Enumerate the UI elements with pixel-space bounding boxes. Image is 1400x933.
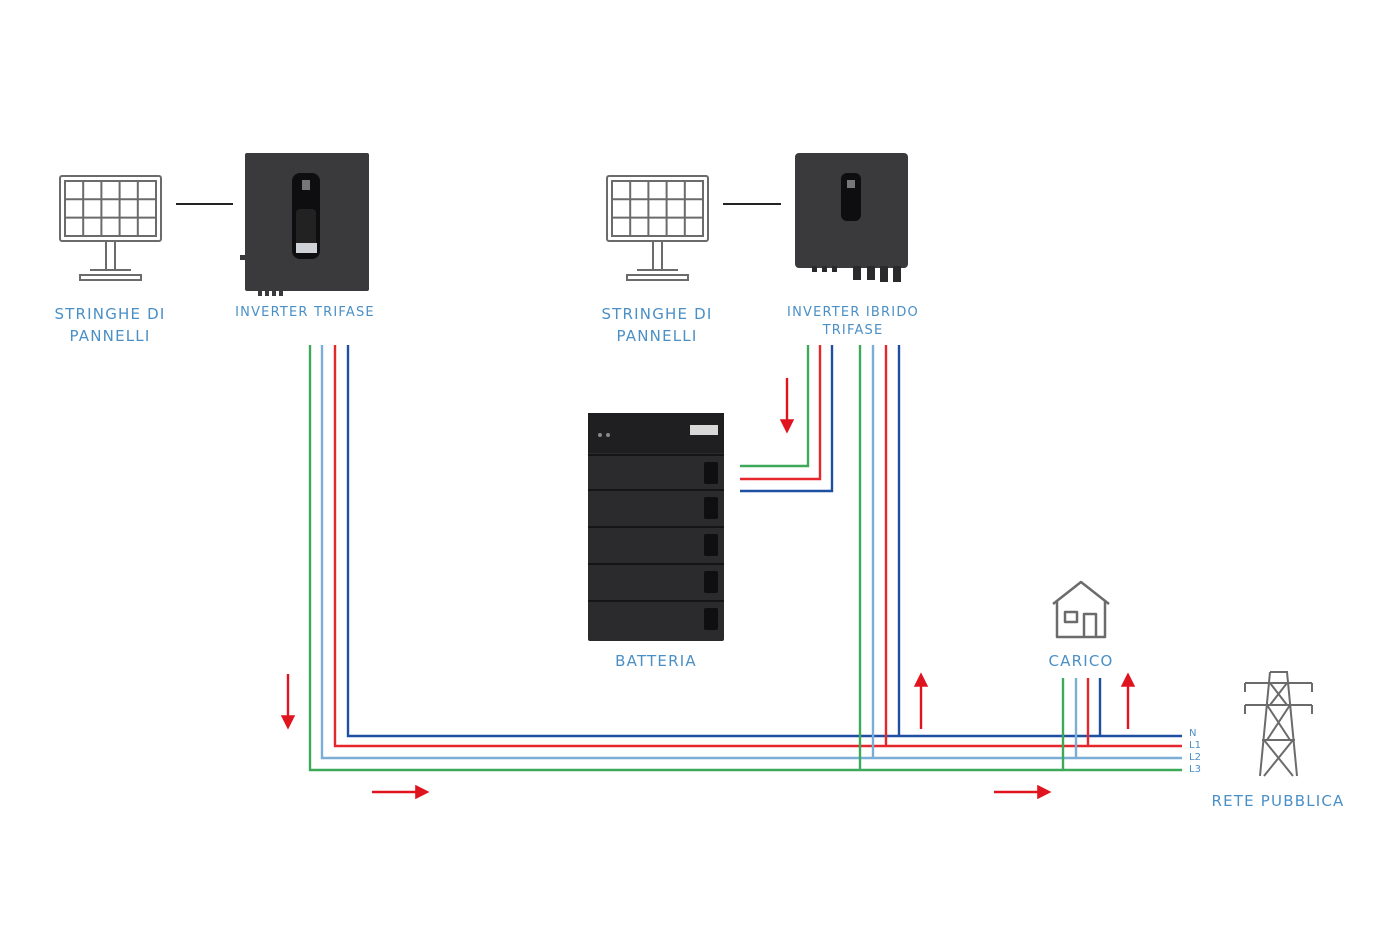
bus-label-l2: L2 [1189, 752, 1201, 763]
rete-label: RETE PUBBLICA [1211, 792, 1345, 810]
bus-label-n: N [1189, 728, 1197, 739]
inverter-trifase-label: INVERTER TRIFASE [235, 305, 375, 320]
wires-inverter-ibrido [858, 345, 901, 770]
solar-panel-icon [59, 175, 162, 281]
bus-line-labels: N L1 L2 L3 [1189, 728, 1201, 776]
power-pylon-icon [1244, 671, 1313, 777]
bus-label-l1: L1 [1189, 740, 1201, 751]
house-icon [1052, 580, 1110, 639]
battery-stack-device [588, 413, 724, 641]
inverter-trifase-device [240, 153, 369, 296]
batteria-label: BATTERIA [615, 652, 697, 670]
flow-arrows [280, 378, 1136, 800]
solar-panel-icon [606, 175, 709, 281]
wires-battery [740, 345, 834, 493]
wires-carico [1061, 678, 1102, 770]
carico-label: CARICO [1048, 652, 1114, 670]
inverter-ibrido-device [795, 153, 908, 282]
bus-label-l3: L3 [1189, 764, 1201, 775]
wires-inverter-trifase [308, 345, 1182, 772]
